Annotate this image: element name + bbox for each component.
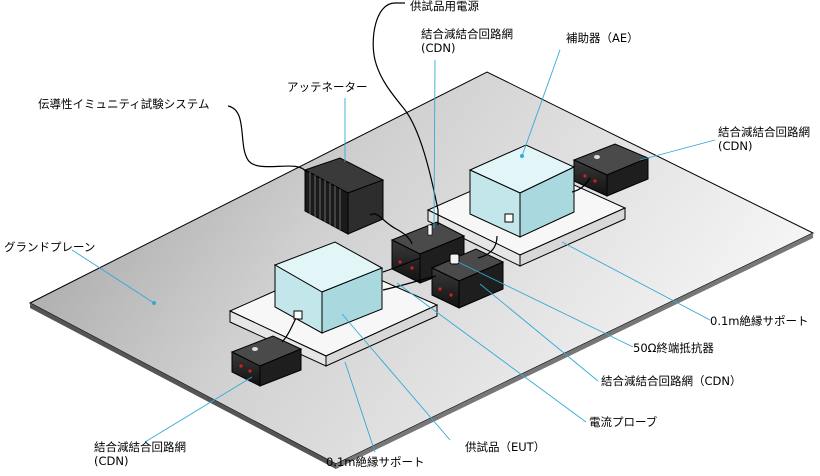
leader-lines <box>71 49 716 453</box>
cdn-right-device <box>572 143 650 197</box>
cables <box>227 2 591 343</box>
label-cdn-right: 結合減結合回路網 (CDN) <box>718 125 810 153</box>
label-attenuator: アッテネーター <box>287 80 368 94</box>
label-eut: 供試品（EUT） <box>465 440 546 454</box>
cdn-top-device <box>390 221 466 284</box>
label-ground-plane: グランドプレーン <box>4 240 96 254</box>
label-cdn-mid: 結合減結合回路網（CDN） <box>601 374 742 388</box>
eut-box <box>273 241 384 334</box>
cdn-bottom-device <box>230 335 303 387</box>
label-support-bottom: 0.1m絶縁サポート <box>326 455 425 469</box>
cdn-mid-device <box>430 248 505 309</box>
label-support-right: 0.1m絶縁サポート <box>710 314 809 328</box>
label-cdn-top: 結合減結合回路網 (CDN) <box>421 27 513 55</box>
attenuator-device <box>303 157 385 235</box>
leader-dots <box>152 154 524 305</box>
label-ae: 補助器（AE） <box>566 31 639 45</box>
label-immunity-system: 伝導性イミュニティ試験システム <box>38 97 210 111</box>
label-cdn-bottom: 結合減結合回路網 (CDN) <box>94 440 186 468</box>
label-current-probe: 電流プローブ <box>589 415 658 429</box>
label-terminator: 50Ω終端抵抗器 <box>633 341 714 355</box>
ae-box <box>468 144 576 238</box>
label-power-supply: 供試品用電源 <box>410 0 479 13</box>
